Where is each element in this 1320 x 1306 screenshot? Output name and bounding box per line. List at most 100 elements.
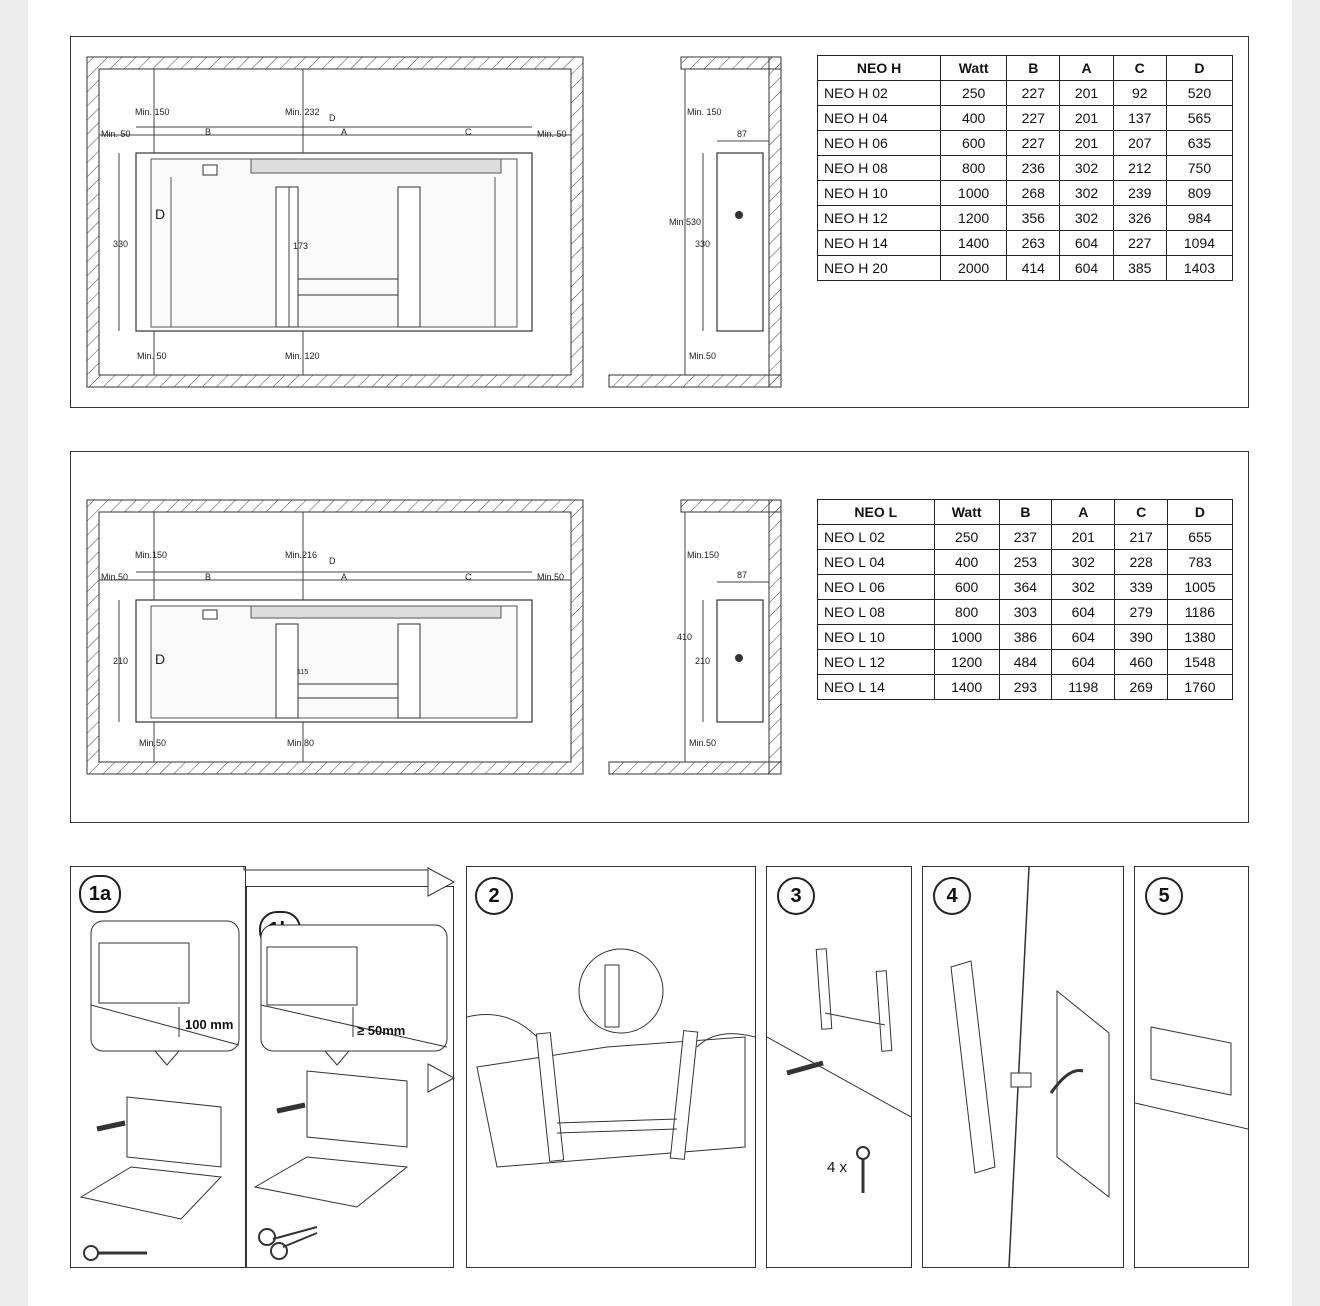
- step-3-illustration: [767, 948, 911, 1193]
- table-cell: 565: [1165, 105, 1234, 131]
- table-cell: 293: [998, 674, 1053, 700]
- table-cell: 92: [1112, 80, 1167, 106]
- label-dim-b: B: [205, 127, 211, 137]
- table-cell: 227: [1006, 105, 1061, 131]
- table-header: A: [1051, 499, 1116, 525]
- table-cell: 604: [1051, 624, 1116, 650]
- step-2-panel: 2: [466, 866, 756, 1268]
- step-2-badge: 2: [475, 877, 513, 915]
- table-cell: 268: [1006, 180, 1061, 206]
- table-cell: 201: [1059, 130, 1114, 156]
- step-5-illustration: [1135, 1026, 1248, 1130]
- table-cell: 1000: [940, 180, 1008, 206]
- table-cell: 201: [1051, 524, 1116, 550]
- label-side-bottom: Min.50: [689, 738, 716, 748]
- table-header: B: [998, 499, 1053, 525]
- table-header: NEO L: [817, 499, 935, 525]
- table-cell: 655: [1166, 524, 1234, 550]
- step-1a-illustration: [79, 920, 240, 1261]
- table-cell: 236: [1006, 155, 1061, 181]
- table-cell: NEO H 14: [816, 230, 942, 256]
- table-cell: NEO L 04: [817, 549, 935, 575]
- step-1a-distance-note: 100 mm: [185, 1017, 234, 1032]
- table-cell: 263: [1006, 230, 1061, 256]
- table-cell: NEO L 10: [817, 624, 935, 650]
- table-cell: 137: [1112, 105, 1167, 131]
- label-side-top: Min. 150: [687, 107, 722, 117]
- table-cell: 1198: [1051, 674, 1116, 700]
- table-cell: 253: [998, 549, 1053, 575]
- table-cell: 217: [1114, 524, 1168, 550]
- step-4-illustration: [950, 867, 1110, 1267]
- label-side-height: 210: [695, 656, 710, 666]
- step-1a-panel: 1a 100 mm: [70, 866, 246, 1268]
- table-cell: NEO H 20: [816, 255, 942, 281]
- table-cell: 326: [1112, 205, 1167, 231]
- table-cell: 228: [1114, 549, 1168, 575]
- table-cell: 400: [933, 549, 1000, 575]
- step-1b-distance-note: ≥ 50mm: [357, 1023, 406, 1038]
- table-cell: 750: [1165, 155, 1234, 181]
- table-cell: 1403: [1165, 255, 1234, 281]
- table-cell: NEO H 02: [816, 80, 942, 106]
- step-1b-illustration: [253, 924, 448, 1260]
- step-3-badge: 3: [777, 877, 815, 915]
- svg-text:D: D: [155, 206, 165, 222]
- table-cell: NEO H 06: [816, 130, 942, 156]
- label-min-center-top: Min.216: [285, 550, 317, 560]
- table-cell: 520: [1165, 80, 1234, 106]
- table-header: D: [1166, 499, 1234, 525]
- label-min-bottom-left: Min.50: [139, 738, 166, 748]
- step-3-panel: 3 4 x: [766, 866, 912, 1268]
- table-cell: 1000: [933, 624, 1000, 650]
- manual-page: Min. 150 Min. 232 Min. 50 Min. 50 D B A …: [28, 0, 1292, 1306]
- label-dim-c: C: [465, 572, 472, 582]
- table-header: Watt: [940, 55, 1008, 81]
- table-cell: 1400: [940, 230, 1008, 256]
- label-min-left: Min.50: [101, 572, 128, 582]
- table-cell: 390: [1114, 624, 1168, 650]
- table-cell: 237: [998, 524, 1053, 550]
- step-5-panel: 5: [1134, 866, 1249, 1268]
- table-cell: 212: [1112, 155, 1167, 181]
- label-height: 210: [113, 656, 128, 666]
- table-header: C: [1112, 55, 1167, 81]
- table-cell: 356: [1006, 205, 1061, 231]
- table-cell: NEO L 06: [817, 574, 935, 600]
- table-cell: 339: [1114, 574, 1168, 600]
- table-cell: 1380: [1166, 624, 1234, 650]
- table-cell: 1200: [940, 205, 1008, 231]
- table-cell: 279: [1114, 599, 1168, 625]
- label-min-right: Min. 50: [537, 129, 567, 139]
- table-header: C: [1114, 499, 1168, 525]
- label-height: 330: [113, 239, 128, 249]
- table-cell: 604: [1059, 255, 1114, 281]
- label-side-depth: 87: [737, 129, 747, 139]
- table-cell: 302: [1051, 574, 1116, 600]
- table-cell: 302: [1059, 205, 1114, 231]
- table-cell: 303: [998, 599, 1053, 625]
- svg-text:D: D: [155, 651, 165, 667]
- label-bracket: 115: [297, 669, 308, 676]
- label-min-top: Min. 150: [135, 107, 170, 117]
- label-dim-d: D: [329, 556, 336, 566]
- table-cell: 385: [1112, 255, 1167, 281]
- table-cell: 635: [1165, 130, 1234, 156]
- table-cell: 302: [1051, 549, 1116, 575]
- table-cell: 1200: [933, 649, 1000, 675]
- neo-l-section: Min.150 Min.216 Min.50 Min.50 D B A C 21…: [70, 451, 1249, 823]
